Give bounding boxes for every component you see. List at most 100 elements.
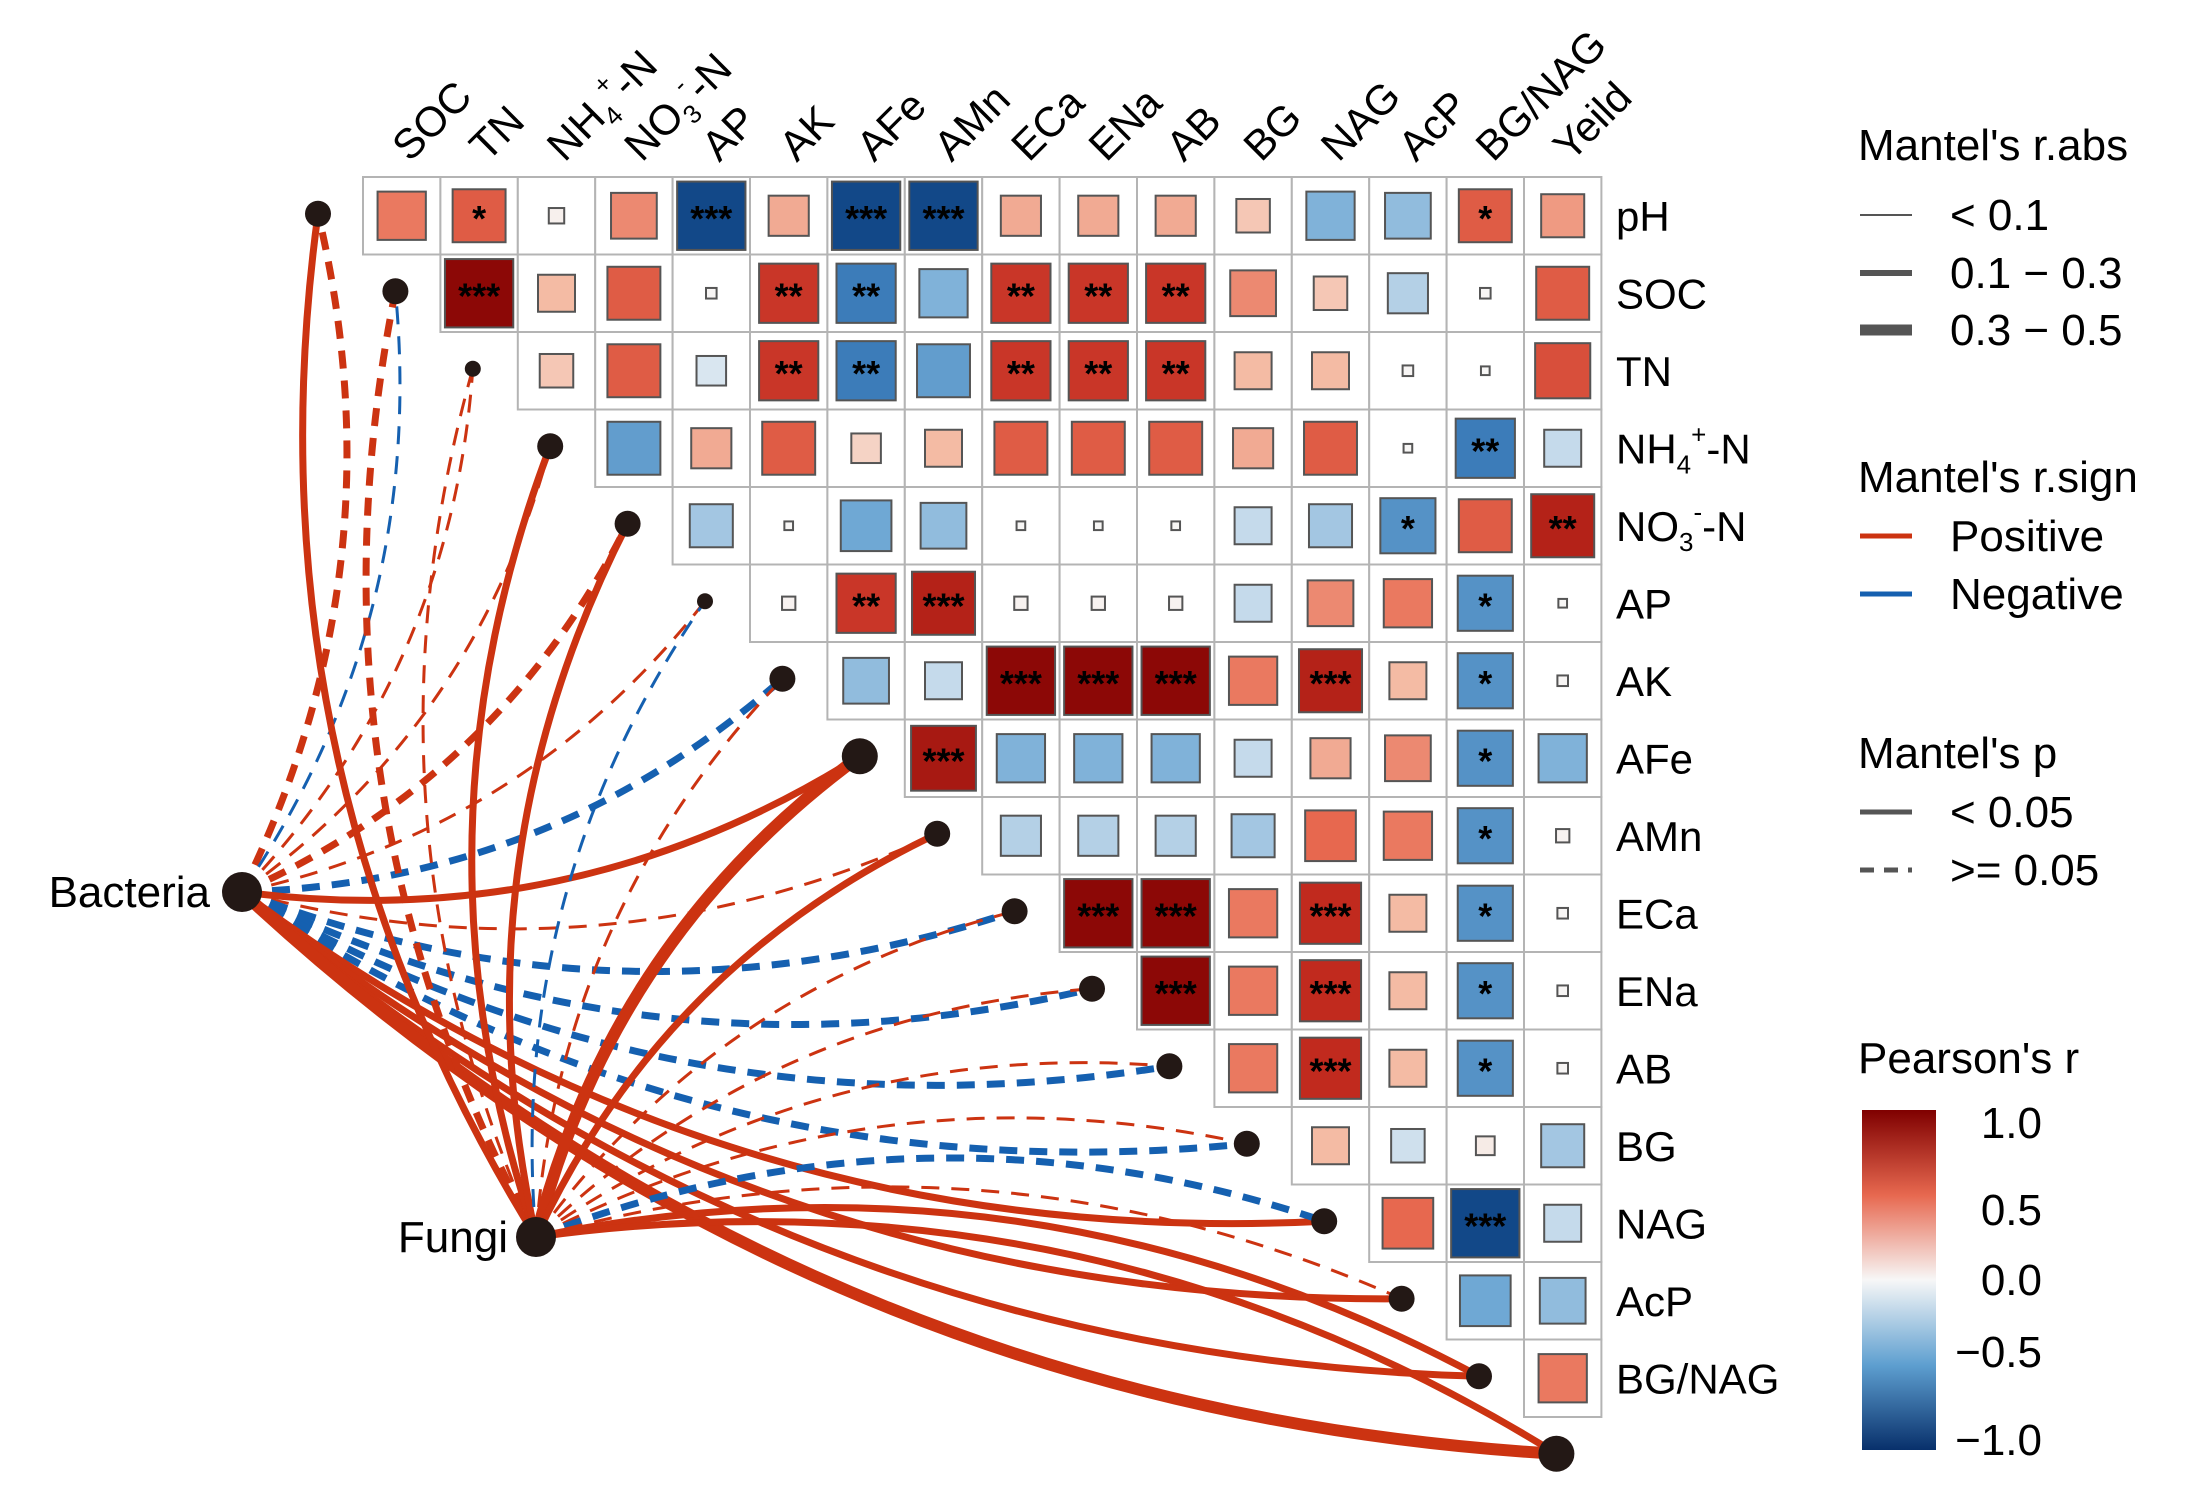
- corr-square-nh4pmn-ak: [761, 420, 817, 476]
- corr-square-ena-ab: [1140, 955, 1211, 1026]
- row-label-ap: AP: [1616, 580, 1672, 627]
- link-endpoint-ap: [697, 593, 713, 610]
- corr-square-ph-acp: [1384, 191, 1432, 240]
- mantel-link-fungi-ap: [530, 600, 707, 1238]
- significance-nh4pmn-bg-nag: **: [1471, 430, 1499, 471]
- corr-square-soc-ak: [758, 262, 820, 324]
- mantel-link-bacteria-ap: [241, 600, 707, 894]
- corr-square-soc-bg-nag: [1479, 286, 1492, 300]
- mantel-link-fungi-yeild: [535, 1218, 1559, 1457]
- corr-square-soc-ena: [1067, 262, 1129, 324]
- corr-square-ena-bg: [1227, 965, 1279, 1016]
- corr-square-ena-bg-nag: [1456, 962, 1514, 1020]
- corr-square-amn-ena: [1077, 814, 1120, 857]
- significance-eca-nag: ***: [1309, 895, 1351, 936]
- corr-square-no3mmn-bg: [1233, 506, 1273, 546]
- corr-square-amn-yeild: [1555, 828, 1571, 844]
- corr-square-no3mmn-ab: [1170, 520, 1182, 532]
- corr-square-acp-yeild: [1538, 1276, 1587, 1325]
- significance-no3mmn-acp: *: [1401, 508, 1415, 549]
- corr-square-ap-afe: [835, 572, 897, 634]
- column-label-ab: AB: [1157, 97, 1230, 170]
- corr-square-no3mmn-bg-nag: [1457, 498, 1513, 554]
- legend: Mantel's r.abs< 0.10.1 − 0.30.3 − 0.5Man…: [1858, 121, 2138, 1465]
- column-label-ena: ENa: [1079, 78, 1170, 169]
- corr-square-amn-bg-nag: [1456, 807, 1514, 865]
- column-label-ak: AK: [770, 97, 843, 170]
- corr-square-ak-yeild: [1556, 674, 1570, 688]
- significance-ph-bg-nag: *: [1478, 198, 1492, 239]
- corr-square-ak-ab: [1140, 645, 1211, 716]
- pearson-colorbar: [1862, 1110, 1936, 1450]
- significance-ap-amn: ***: [922, 585, 964, 626]
- corr-square-no3mmn-acp: [1379, 497, 1437, 555]
- mantel-link-fungi-acp: [535, 1185, 1403, 1301]
- row-label-bg: BG: [1616, 1123, 1677, 1170]
- corr-square-eca-bg: [1227, 888, 1279, 939]
- group-node-bacteria: [222, 872, 262, 912]
- corr-square-ak-ena: [1063, 645, 1134, 716]
- corr-square-ena-nag: [1298, 959, 1363, 1023]
- corr-square-no3mmn-nag: [1307, 503, 1354, 549]
- corr-square-ph-soc: [376, 190, 427, 241]
- corr-square-amn-acp: [1382, 810, 1434, 861]
- corr-square-nh4pmn-eca: [993, 420, 1049, 476]
- column-label-acp: AcP: [1389, 82, 1477, 170]
- corr-square-eca-nag: [1298, 881, 1363, 945]
- corr-square-amn-ab: [1154, 814, 1197, 857]
- significance-ak-nag: ***: [1309, 663, 1351, 704]
- corr-square-ap-nag: [1306, 579, 1355, 628]
- mantel-link-bacteria-afe: [241, 753, 862, 904]
- link-endpoint-nag: [1311, 1208, 1338, 1235]
- mantel-link-bacteria-ph: [238, 212, 351, 894]
- significance-ak-ab: ***: [1155, 663, 1197, 704]
- mantel-link-fungi-ab: [535, 1061, 1170, 1239]
- link-endpoint-yeild: [1538, 1435, 1575, 1472]
- significance-soc-afe: **: [852, 275, 880, 316]
- corr-square-ak-afe: [842, 656, 890, 705]
- corr-square-nh4pmn-nag: [1303, 420, 1358, 476]
- corr-square-afe-acp: [1384, 734, 1432, 783]
- significance-tn-eca: **: [1007, 353, 1035, 394]
- corr-square-ab-bg: [1227, 1043, 1279, 1094]
- corr-square-afe-eca: [995, 733, 1047, 784]
- corr-square-tn-amn: [916, 343, 971, 399]
- corr-square-tn-ap: [695, 354, 728, 387]
- legend-title-p: Mantel's p: [1858, 729, 2057, 778]
- corr-square-nh4pmn-amn: [924, 428, 963, 468]
- corr-square-eca-ab: [1140, 878, 1211, 949]
- corr-square-no3mmn-eca: [1015, 520, 1027, 532]
- significance-soc-ena: **: [1084, 275, 1112, 316]
- grid-cell-ph-yeild: [1523, 176, 1603, 256]
- corr-square-eca-bg-nag: [1456, 884, 1514, 942]
- significance-tn-ena: **: [1084, 353, 1112, 394]
- legend-label-p-1: >= 0.05: [1950, 846, 2099, 895]
- mantel-link-bacteria-yeild: [237, 887, 1557, 1460]
- corr-square-ab-acp: [1388, 1048, 1428, 1088]
- mantel-link-bacteria-eca: [240, 888, 1016, 975]
- correlation-grid: ****************************************…: [362, 176, 1603, 1418]
- mantel-link-fungi-amn: [532, 830, 939, 1239]
- corr-square-nh4pmn-acp: [1402, 442, 1414, 454]
- corr-square-ap-amn: [910, 570, 977, 636]
- significance-eca-bg-nag: *: [1478, 895, 1492, 936]
- column-label-nag: NAG: [1312, 72, 1410, 170]
- corr-square-ph-bg-nag: [1457, 188, 1513, 244]
- corr-square-afe-yeild: [1537, 733, 1588, 784]
- corr-square-ap-bg-nag: [1456, 574, 1514, 632]
- mantel-link-fungi-nag: [534, 1154, 1326, 1241]
- corr-square-nh4pmn-bg-nag: [1454, 417, 1516, 479]
- corr-square-eca-acp: [1388, 893, 1428, 933]
- corr-square-nag-acp: [1381, 1196, 1435, 1250]
- corr-square-ph-afe: [830, 180, 902, 251]
- column-label-soc: SOC: [383, 72, 481, 170]
- corr-square-tn-nh4pmn: [538, 352, 575, 389]
- significance-ab-nag: ***: [1309, 1050, 1351, 1091]
- significance-soc-ak: **: [775, 275, 803, 316]
- group-label-bacteria: Bacteria: [49, 868, 211, 917]
- significance-ena-bg-nag: *: [1478, 973, 1492, 1014]
- corr-square-afe-ena: [1073, 733, 1124, 784]
- corr-square-ak-bg: [1227, 655, 1279, 706]
- significance-ak-ena: ***: [1077, 663, 1119, 704]
